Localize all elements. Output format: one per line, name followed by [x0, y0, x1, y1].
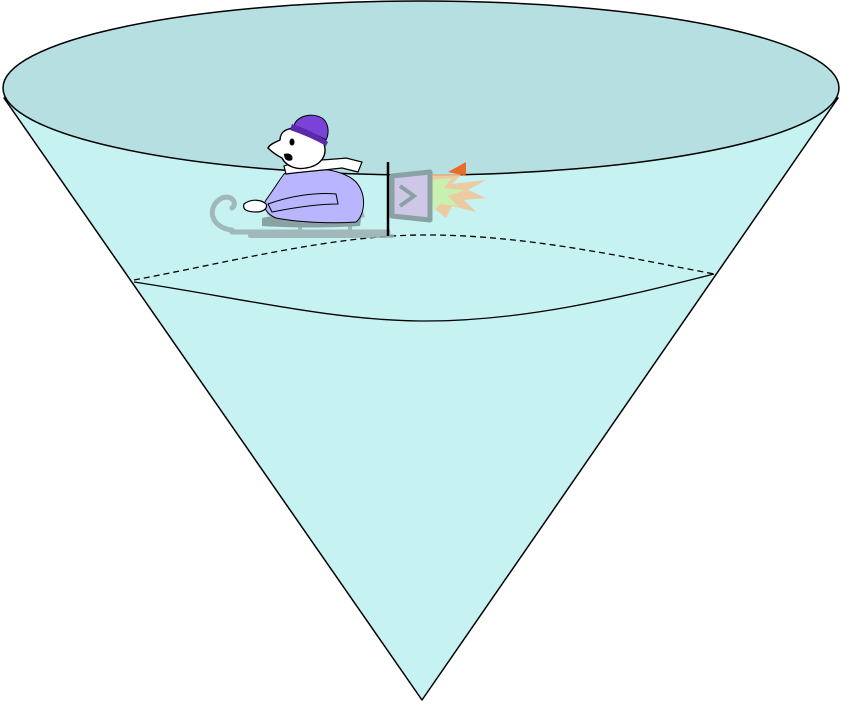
cone-top-ellipse	[2, 0, 840, 176]
arm-shape	[267, 193, 339, 213]
mouth-shape	[284, 153, 293, 161]
hand-shape	[243, 199, 268, 213]
hat-band-shape	[290, 124, 328, 146]
cross-section-front-curve	[133, 273, 715, 322]
cross-section-back-curve	[133, 234, 715, 281]
flame-icon	[430, 162, 486, 218]
eye-shape	[289, 138, 295, 146]
rocket-inner-line	[398, 184, 418, 208]
sledder-with-rocket-icon	[209, 114, 486, 238]
